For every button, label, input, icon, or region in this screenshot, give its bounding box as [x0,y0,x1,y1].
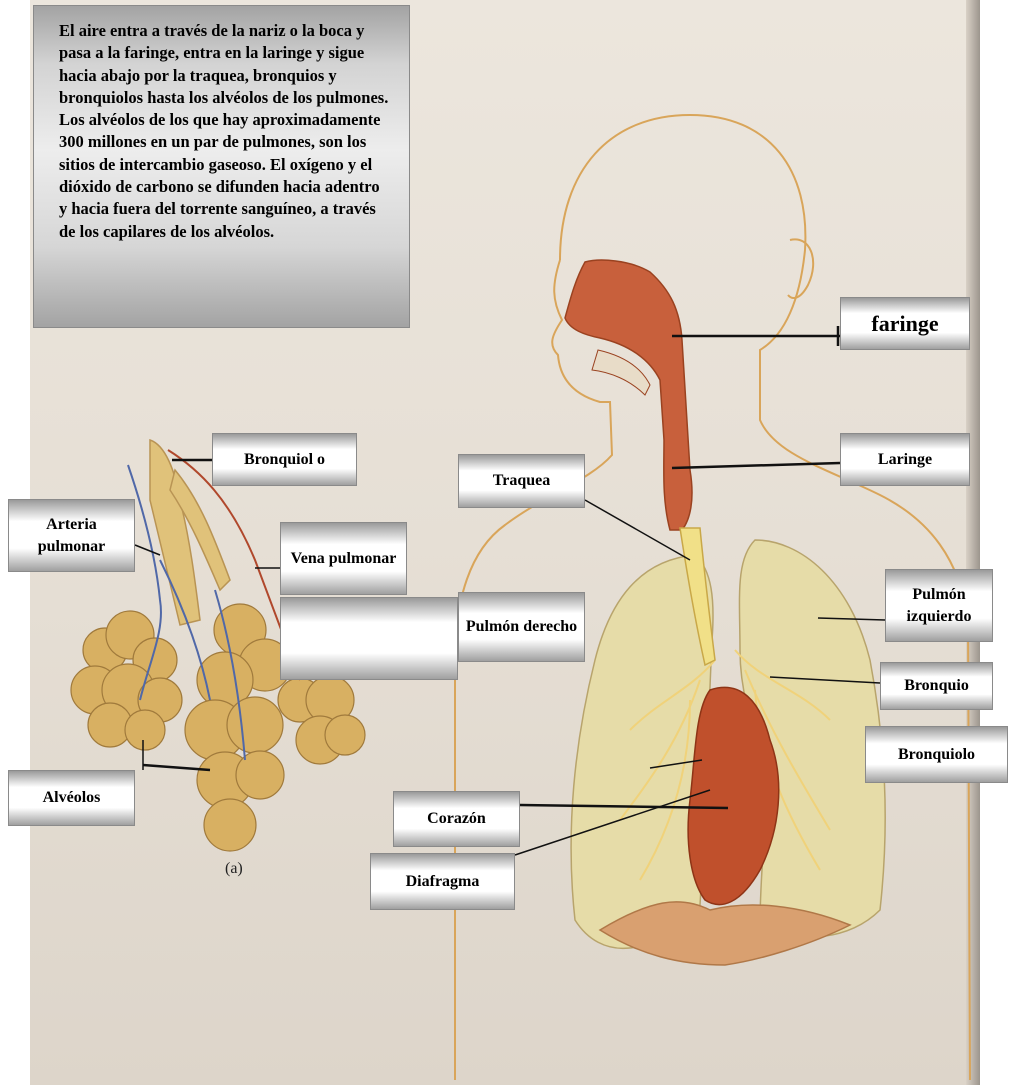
label-pulmon-izquierdo: Pulmón izquierdo [885,569,993,642]
right-lung [571,555,713,948]
label-corazon: Corazón [393,791,520,847]
label-faringe: faringe [840,297,970,350]
description-box: El aire entra a través de la nariz o la … [33,5,410,328]
label-bronquio: Bronquio [880,662,993,710]
label-blank [280,597,458,680]
label-bronquiolo-left: Bronquiol o [212,433,357,486]
label-pulmon-derecho: Pulmón derecho [458,592,585,662]
label-bronquiolo-right: Bronquiolo [865,726,1008,783]
label-laringe: Laringe [840,433,970,486]
label-vena-pulmonar: Vena pulmonar [280,522,407,595]
label-alveolos: Alvéolos [8,770,135,826]
figure-mark: (a) [225,860,243,878]
label-diafragma: Diafragma [370,853,515,910]
label-traquea: Traquea [458,454,585,508]
label-arteria-pulmonar: Arteria pulmonar [8,499,135,572]
